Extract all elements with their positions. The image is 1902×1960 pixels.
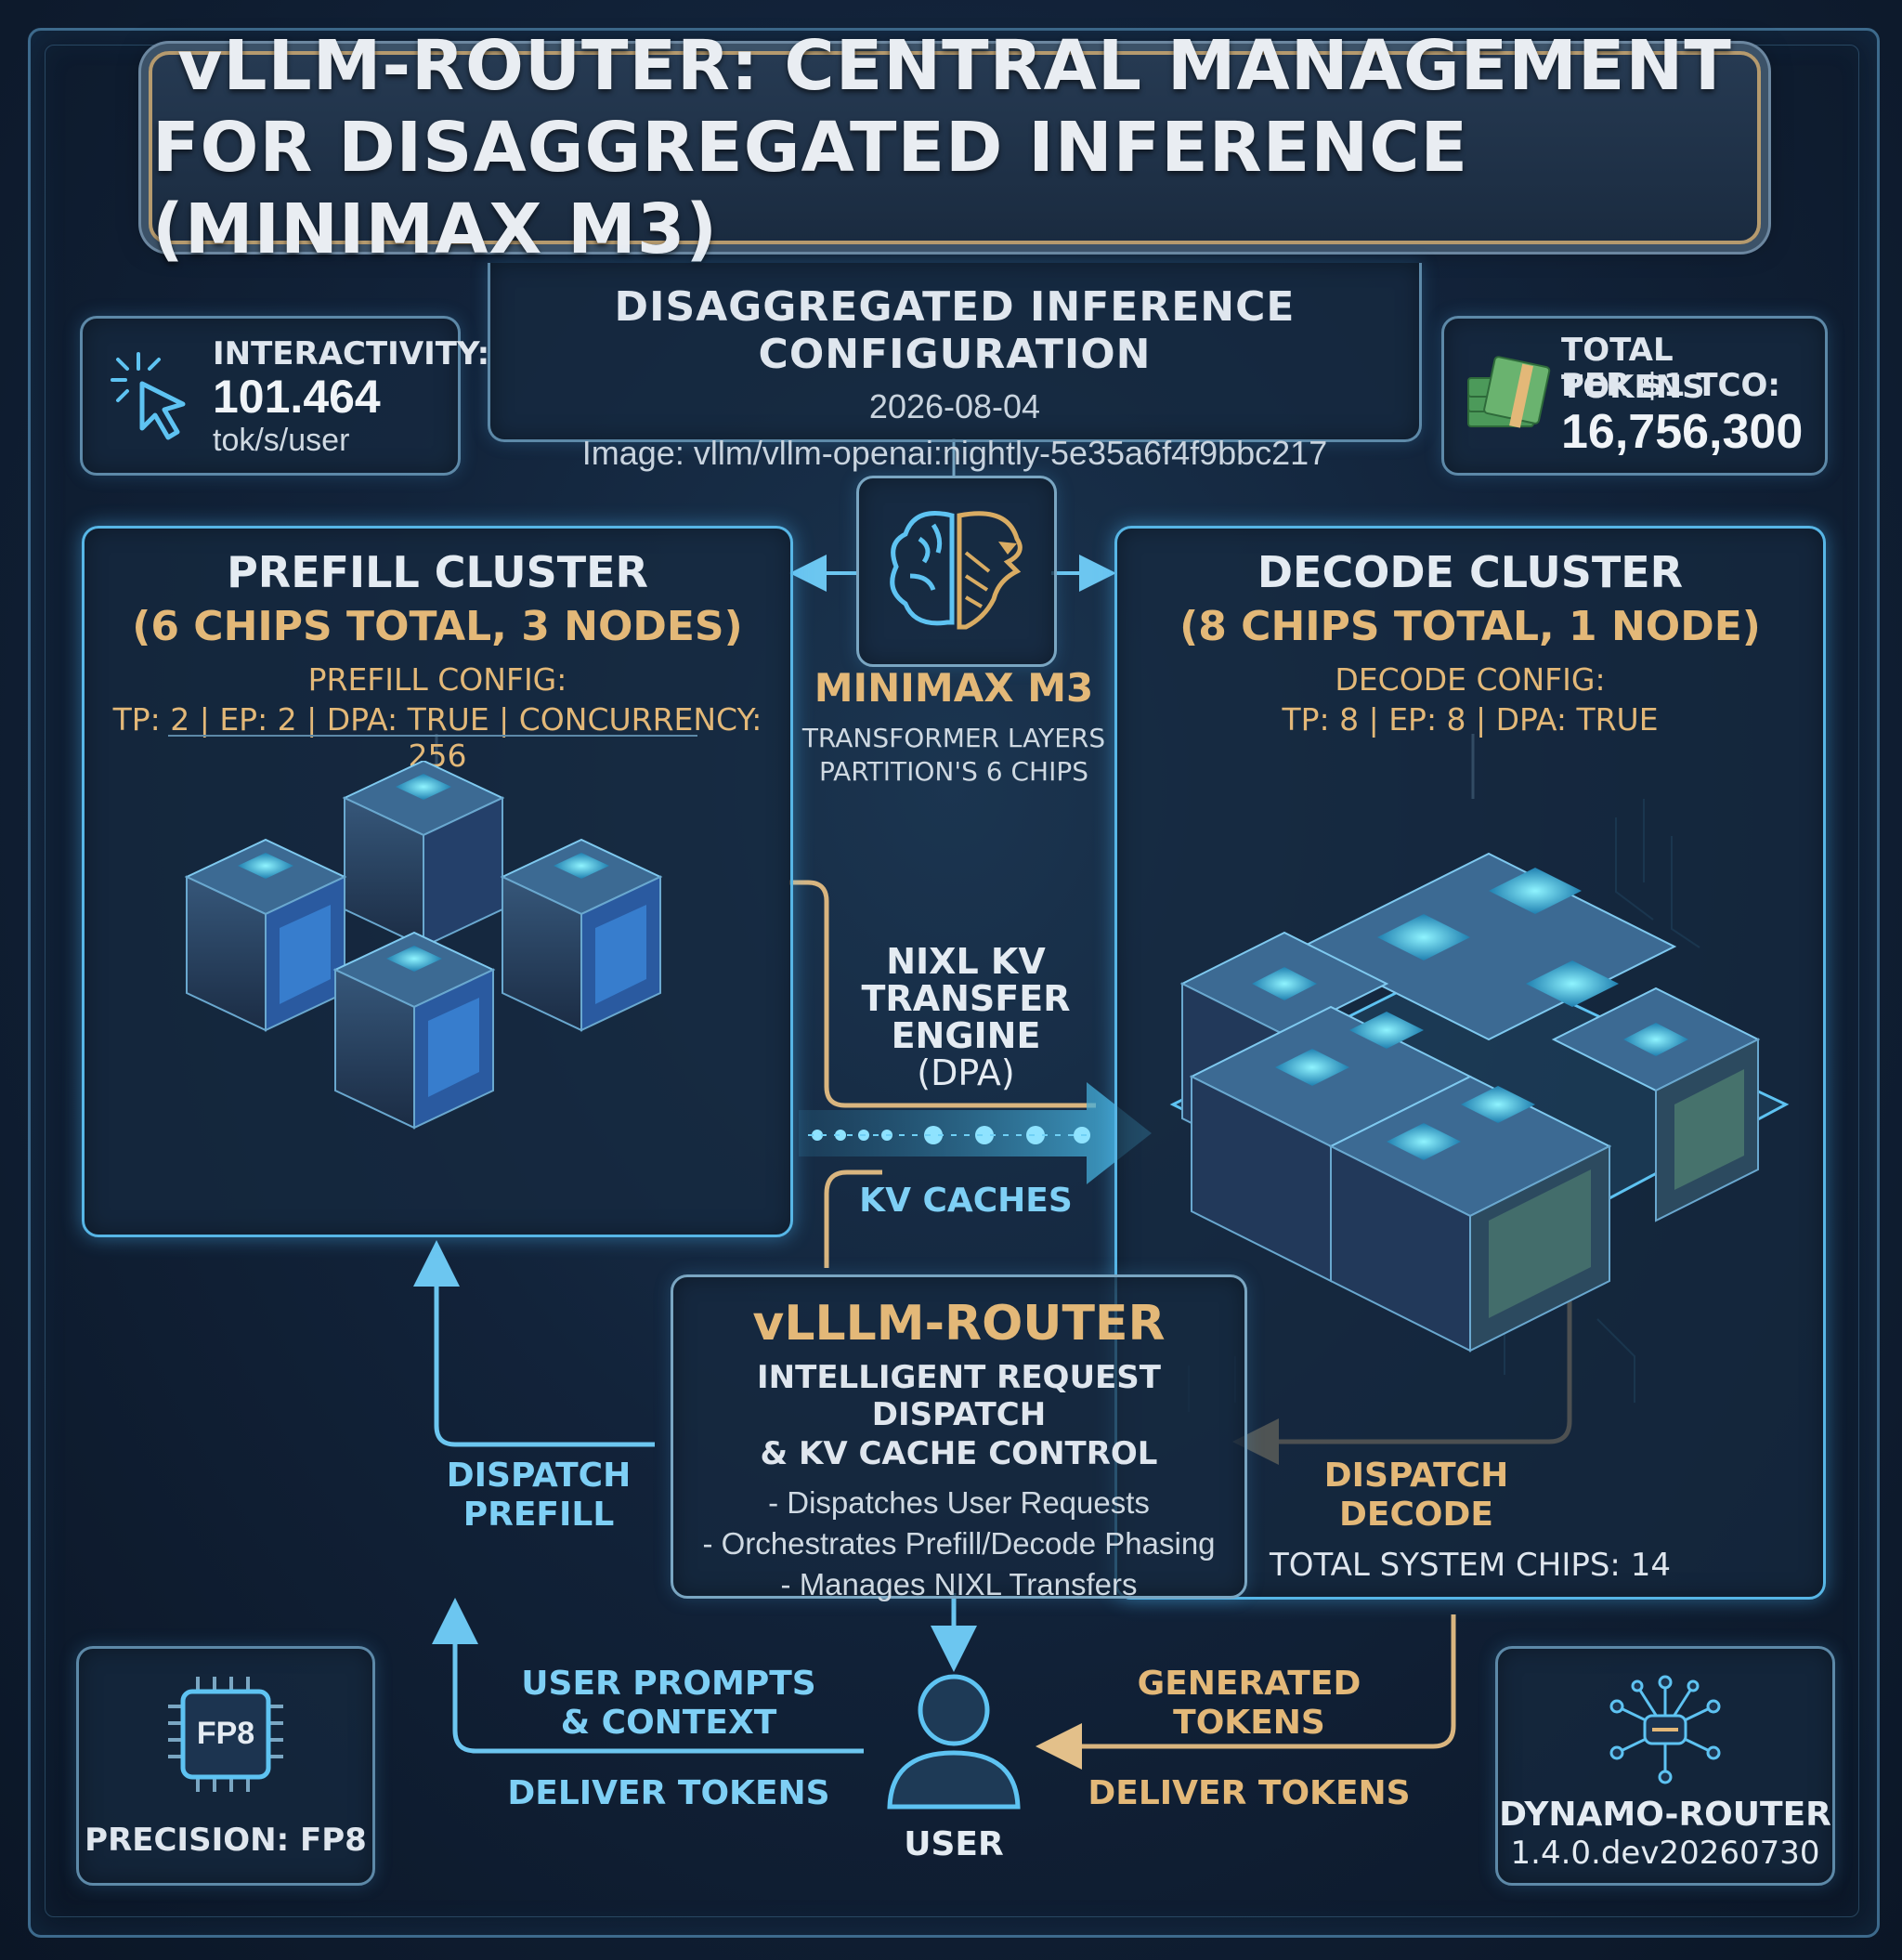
tokens-label-1: TOTAL TOKENS: [1561, 332, 1705, 406]
user-prompts-line-2: & CONTEXT: [560, 1704, 777, 1742]
user-prompts-label: USER PROMPTS & CONTEXT: [520, 1665, 817, 1743]
prefill-chips: (6 CHIPS TOTAL, 3 NODES): [132, 603, 743, 650]
prefill-config-label: PREFILL CONFIG:: [307, 661, 567, 698]
decode-config: TP: 8 | EP: 8 | DPA: TRUE: [1282, 701, 1659, 738]
decode-node-block: [1551, 987, 1761, 1222]
nixl-engine-label: NIXL KV TRANSFER ENGINE (DPA): [836, 943, 1096, 1091]
inner-frame: [45, 45, 1859, 1917]
dispatch-prefill-line-1: DISPATCH: [446, 1457, 632, 1495]
prefill-node-cube: [342, 761, 505, 948]
generated-tokens-label: GENERATED TOKENS: [1105, 1665, 1393, 1743]
config-heading: DISAGGREGATED INFERENCE CONFIGURATION: [614, 283, 1296, 378]
decode-server-rack: [1169, 852, 1790, 1352]
model-sub-2: PARTITION'S 6 CHIPS: [819, 756, 1088, 787]
interactivity-label: INTERACTIVITY:: [213, 335, 490, 372]
generated-line-2: TOKENS: [1173, 1704, 1325, 1742]
interactivity-value: 101.464: [213, 371, 381, 423]
dispatch-prefill-label: DISPATCH PREFILL: [436, 1457, 641, 1535]
network-hub-icon: [1609, 1675, 1721, 1784]
config-image: Image: vllm/vllm-openai:nightly-5e35a6f4…: [581, 434, 1328, 472]
decode-config-label: DECODE CONFIG:: [1335, 661, 1606, 698]
precision-chip-text: FP8: [196, 1716, 255, 1751]
router-sub-2: & KV CACHE CONTROL: [760, 1435, 1158, 1472]
title-line-2: FOR DISAGGREGATED INFERENCE (MINIMAX M3): [152, 108, 1469, 269]
interactivity-panel: INTERACTIVITY: 101.464 tok/s/user: [80, 316, 489, 476]
brain-eagle-icon: [890, 511, 1023, 630]
title-line-1: vLLM-ROUTER: CENTRAL MANAGEMENT: [177, 26, 1732, 106]
title-banner: vLLM-ROUTER: CENTRAL MANAGEMENT FOR DISA…: [149, 26, 1761, 269]
prefill-node-cube: [500, 838, 663, 1032]
money-stack-icon: [1467, 356, 1551, 428]
config-panel: DISAGGREGATED INFERENCE CONFIGURATION 20…: [488, 263, 1422, 472]
dispatch-prefill-line-2: PREFILL: [462, 1496, 615, 1534]
decode-cluster-panel: DECODE CLUSTER (8 CHIPS TOTAL, 1 NODE) D…: [1114, 526, 1826, 1600]
dynamo-version: 1.4.0.dev20260730: [1510, 1835, 1820, 1872]
tokens-panel: TOTAL TOKENS PER $1 TCO: 16,756,300: [1441, 316, 1828, 476]
nixl-line-4: (DPA): [917, 1052, 1015, 1093]
config-date: 2026-08-04: [868, 387, 1041, 425]
user-label: USER: [904, 1825, 1004, 1863]
prefill-title: PREFILL CLUSTER: [227, 547, 648, 597]
prefill-node-cube: [332, 931, 496, 1130]
dispatch-prefill-arrow: [413, 1240, 655, 1447]
generated-tokens-arrow: [1036, 1614, 1456, 1770]
decode-node-block: [1300, 852, 1677, 1041]
outer-frame: [28, 28, 1880, 1938]
user-prompts-arrow: [432, 1598, 864, 1754]
dispatch-decode-line-1: DISPATCH: [1323, 1457, 1509, 1495]
precision-panel: FP8 PRECISION: FP8: [76, 1646, 375, 1886]
prefill-cluster-panel: PREFILL CLUSTER (6 CHIPS TOTAL, 3 NODES)…: [82, 526, 793, 1237]
prefill-server-cubes: [184, 761, 663, 1130]
deliver-tokens-left: DELIVER TOKENS: [507, 1774, 830, 1812]
model-name: MINIMAX M3: [814, 665, 1094, 711]
dynamo-panel: DYNAMO-ROUTER 1.4.0.dev20260730: [1495, 1646, 1835, 1886]
tokens-label-2: PER $1 TCO:: [1561, 367, 1780, 404]
user-prompts-line-1: USER PROMPTS: [521, 1665, 816, 1703]
dynamo-name: DYNAMO-ROUTER: [1499, 1796, 1831, 1834]
router-panel: vLLLM-ROUTER INTELLIGENT REQUEST DISPATC…: [671, 1274, 1247, 1601]
router-bullet: - Orchestrates Prefill/Decode Phasing: [702, 1526, 1216, 1561]
router-bullet: - Dispatches User Requests: [768, 1485, 1150, 1520]
model-sub-1: TRANSFORMER LAYERS: [801, 723, 1106, 753]
kv-caches-label: KV CACHES: [859, 1182, 1073, 1220]
prefill-node-cube: [184, 838, 347, 1032]
router-bullet: - Manages NIXL Transfers: [780, 1567, 1138, 1601]
model-icon-panel: [856, 476, 1057, 667]
total-system-chips: TOTAL SYSTEM CHIPS: 14: [1270, 1547, 1671, 1584]
interactivity-unit: tok/s/user: [213, 423, 350, 458]
user-icon: [887, 1674, 1021, 1810]
tokens-value: 16,756,300: [1561, 405, 1804, 459]
decode-node-block: [1328, 1075, 1612, 1352]
router-kv-gold-path: [824, 1169, 882, 1268]
dispatch-decode-label: DISPATCH DECODE: [1309, 1457, 1523, 1535]
nixl-line-1: NIXL KV: [886, 941, 1046, 982]
cursor-click-icon: [111, 352, 186, 440]
generated-line-1: GENERATED: [1137, 1665, 1361, 1703]
nixl-line-2: TRANSFER: [861, 978, 1071, 1019]
dispatch-decode-line-2: DECODE: [1339, 1496, 1493, 1534]
kv-transfer-arrow: [799, 1082, 1152, 1184]
deliver-tokens-right: DELIVER TOKENS: [1088, 1774, 1411, 1812]
router-sub-1: INTELLIGENT REQUEST DISPATCH: [757, 1359, 1161, 1433]
prefill-kv-gold-path: [789, 880, 1096, 1108]
decode-title: DECODE CLUSTER: [1257, 547, 1684, 597]
nixl-line-3: ENGINE: [891, 1015, 1041, 1056]
cpu-chip-icon: [168, 1677, 283, 1792]
precision-label: PRECISION: FP8: [85, 1822, 367, 1859]
router-title: vLLLM-ROUTER: [752, 1296, 1166, 1352]
decode-chips: (8 CHIPS TOTAL, 1 NODE): [1179, 603, 1761, 650]
